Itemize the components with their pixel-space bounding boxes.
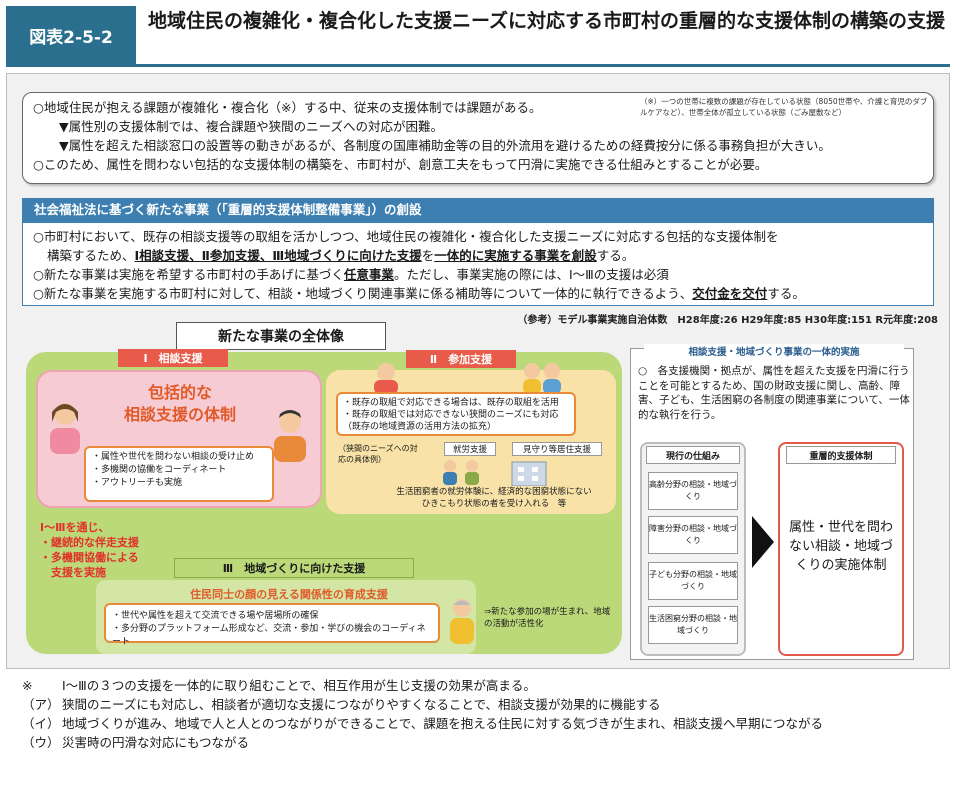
pill-consultation: Ⅰ 相談支援 <box>118 349 228 367</box>
tag-employment: 就労支援 <box>444 442 496 456</box>
intro-line-4: ○このため、属性を問わない包括的な支援体制の構築を、市町村が、創意工夫をもって円… <box>33 157 768 172</box>
intro-line-1: ○地域住民が抱える課題が複雑化・複合化（※）する中、従来の支援体制では課題がある… <box>33 100 542 115</box>
current-disability: 障害分野の相談・地域づくり <box>648 516 738 554</box>
pill-participation: Ⅱ 参加支援 <box>406 350 516 368</box>
community-outcome: ⇒新たな参加の場が生まれ、地域の活動が活性化 <box>484 607 611 629</box>
consultation-list: ・属性や世代を問わない相談の受け止め ・多機関の協働をコーディネート ・アウトリ… <box>84 446 274 502</box>
current-system-heading: 現行の仕組み <box>646 446 740 464</box>
participation-list: ・既存の取組で対応できる場合は、既存の取組を活用 ・既存の取組では対応できない狭… <box>336 392 576 436</box>
person-man-icon <box>274 410 306 462</box>
community-list: ・世代や属性を超えて交流できる場や居場所の確保 ・多分野のプラットフォーム形成な… <box>104 603 440 647</box>
intro-box: ○地域住民が抱える課題が複雑化・複合化（※）する中、従来の支援体制では課題がある… <box>22 92 934 184</box>
law-p3: ○新たな事業を実施する市町村に対して、相談・地域づくり関連事業に係る補助等につい… <box>33 286 805 301</box>
law-p1b: 構築するため、Ⅰ相談支援、Ⅱ参加支援、Ⅲ地域づくりに向けた支援を一体的に実施する… <box>47 248 635 263</box>
law-p1a: ○市町村において、既存の相談支援等の取組を活かしつつ、地域住民の複雑化・複合化し… <box>33 229 779 244</box>
multilayer-system-box <box>778 442 904 656</box>
person-elder-icon <box>450 599 474 644</box>
law-p2: ○新たな事業は実施を希望する市町村の手あげに基づく任意事業。ただし、事業実施の際… <box>33 267 669 282</box>
reference-counts: （参考）モデル事業実施自治体数 H28年度:26 H29年度:85 H30年度:… <box>517 315 938 326</box>
integrated-panel-text: ○ 各支援機関・拠点が、属性を超えた支援を円滑に行うことを可能とするため、国の財… <box>638 365 910 421</box>
people-pair-icon <box>523 363 561 394</box>
footer-notes: ※Ⅰ～Ⅲの３つの支援を一体的に取り組むことで、相互作用が生じ支援の効果が高まる。… <box>22 676 942 752</box>
footer-line: （イ）地域づくりが進み、地域で人と人とのつながりができることで、課題を抱える住民… <box>22 716 824 731</box>
figure-number: 図表2-5-2 <box>6 6 136 64</box>
consultation-title: 包括的な 相談支援の体制 <box>123 383 236 424</box>
law-body: ○市町村において、既存の相談支援等の取組を活かしつつ、地域住民の複雑化・複合化し… <box>22 222 934 306</box>
person-woman-icon <box>50 403 80 454</box>
footer-line: ※Ⅰ～Ⅲの３つの支援を一体的に取り組むことで、相互作用が生じ支援の効果が高まる。 <box>22 678 536 693</box>
header-divider <box>6 64 950 67</box>
multilayer-system-heading: 重層的支援体制 <box>786 446 896 464</box>
current-elderly: 高齢分野の相談・地域づくり <box>648 472 738 510</box>
participation-example-label: （狭間のニーズへの対応の具体例） <box>338 444 418 464</box>
multilayer-system-text: 属性・世代を問わない相談・地域づくりの実施体制 <box>788 520 893 573</box>
intro-line-3: ▼属性を超えた相談窓口の設置等の動きがあるが、各制度の国庫補助金等の目的外流用を… <box>59 138 831 153</box>
footer-line: （ア）狭間のニーズにも対応し、相談者が適切な支援につながりやすくなることで、相談… <box>22 697 661 712</box>
person-participant-icon <box>374 363 398 394</box>
current-poverty: 生活困窮分野の相談・地域づくり <box>648 606 738 644</box>
participation-footnote: 生活困窮者の就労体験に、経済的な困窮状態にない ひきこもり状態の者を受け入れる … <box>396 487 592 509</box>
worker-building-icon <box>443 460 547 486</box>
arrow-right-icon <box>752 516 774 568</box>
current-children: 子ども分野の相談・地域づくり <box>648 562 738 600</box>
integrated-panel-heading: 相談支援・地域づくり事業の一体的実施 <box>644 344 904 358</box>
figure-title: 地域住民の複雑化・複合化した支援ニーズに対応する市町村の重層的な支援体制の構築の… <box>148 10 946 32</box>
footer-line: （ウ）災害時の円滑な対応にもつながる <box>22 735 250 750</box>
intro-line-2: ▼属性別の支援体制では、複合課題や狭間のニーズへの対応が困難。 <box>59 119 443 134</box>
tag-housing: 見守り等居住支援 <box>512 442 602 456</box>
pill-community: Ⅲ 地域づくりに向けた支援 <box>174 558 414 578</box>
law-heading: 社会福祉法に基づく新たな事業（「重層的支援体制整備事業」）の創設 <box>22 198 934 222</box>
community-title: 住民同士の顔の見える関係性の育成支援 <box>190 588 388 601</box>
continuous-support-note: Ⅰ～Ⅲを通じ、 ・継続的な伴走支援 ・多機関協働による 支援を実施 <box>40 521 139 579</box>
intro-footnote: （※）一つの世帯に複数の課題が存在している状態（8050世帯や、介護と育児のダブ… <box>640 97 928 117</box>
overall-title: 新たな事業の全体像 <box>176 322 386 350</box>
